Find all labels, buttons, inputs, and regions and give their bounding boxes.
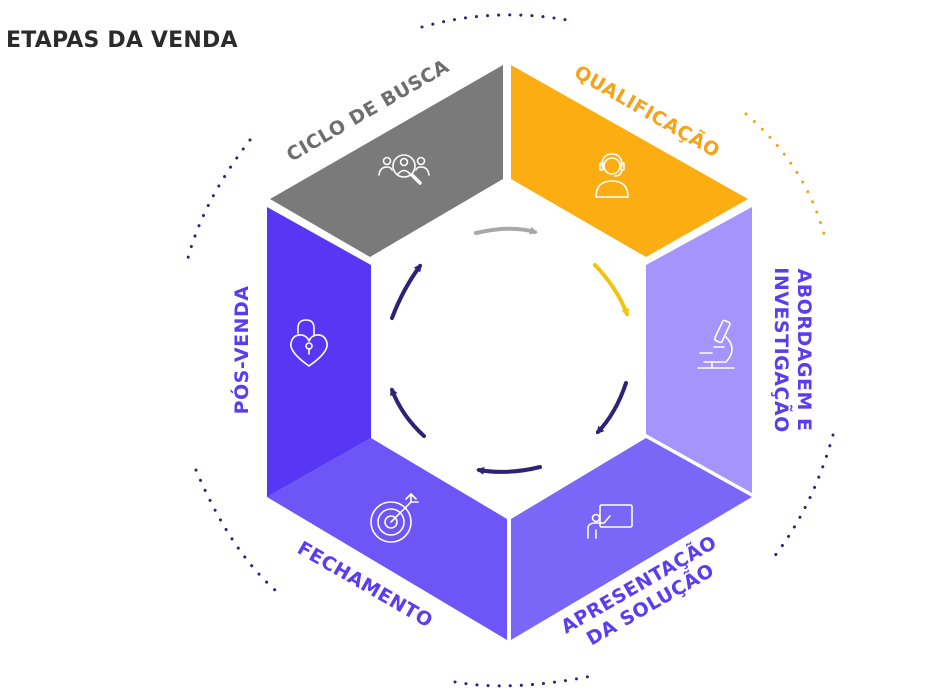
decorative-dotted-arcs [184,13,835,688]
label-abordagem-line1: ABORDAGEM E [793,268,815,431]
page-title: ETAPAS DA VENDA [6,28,238,53]
dotted-arc-top [420,13,569,29]
segment-ciclo-de-busca[interactable] [270,65,503,257]
label-pos-venda: PÓS-VENDA [229,286,253,415]
magnifier-people-icon [378,154,430,185]
dotted-arc-left-top [184,138,252,268]
segment-qualificacao[interactable] [511,65,748,257]
dotted-arc-right-top [744,112,826,236]
label-abordagem: ABORDAGEM E INVESTIGAÇÃO [770,267,815,432]
arrow-navy-topleft [390,263,422,320]
target-arrow-icon [370,493,419,543]
stage-icons [290,153,735,543]
hexagon-segments [267,65,752,640]
arrow-navy-left [390,387,426,438]
heart-padlock-icon [290,319,328,367]
headset-user-icon [595,153,629,198]
arrow-navy-right [595,381,628,435]
label-abordagem-line2: INVESTIGAÇÃO [770,267,794,432]
dotted-arc-left-bottom [194,468,277,592]
arrow-yellow [593,263,629,317]
dotted-arc-right-bottom [768,433,835,564]
presentation-board-icon [587,504,633,539]
segment-fechamento[interactable] [267,438,507,640]
segment-pos-venda[interactable] [267,207,371,497]
arrow-navy-bottom [476,465,542,475]
microscope-icon [697,319,735,369]
arrow-gray [474,226,538,235]
segment-abordagem[interactable] [646,207,752,493]
dotted-arc-bottom [453,674,594,688]
cycle-arrows [390,226,629,475]
segment-apresentacao[interactable] [511,438,752,640]
